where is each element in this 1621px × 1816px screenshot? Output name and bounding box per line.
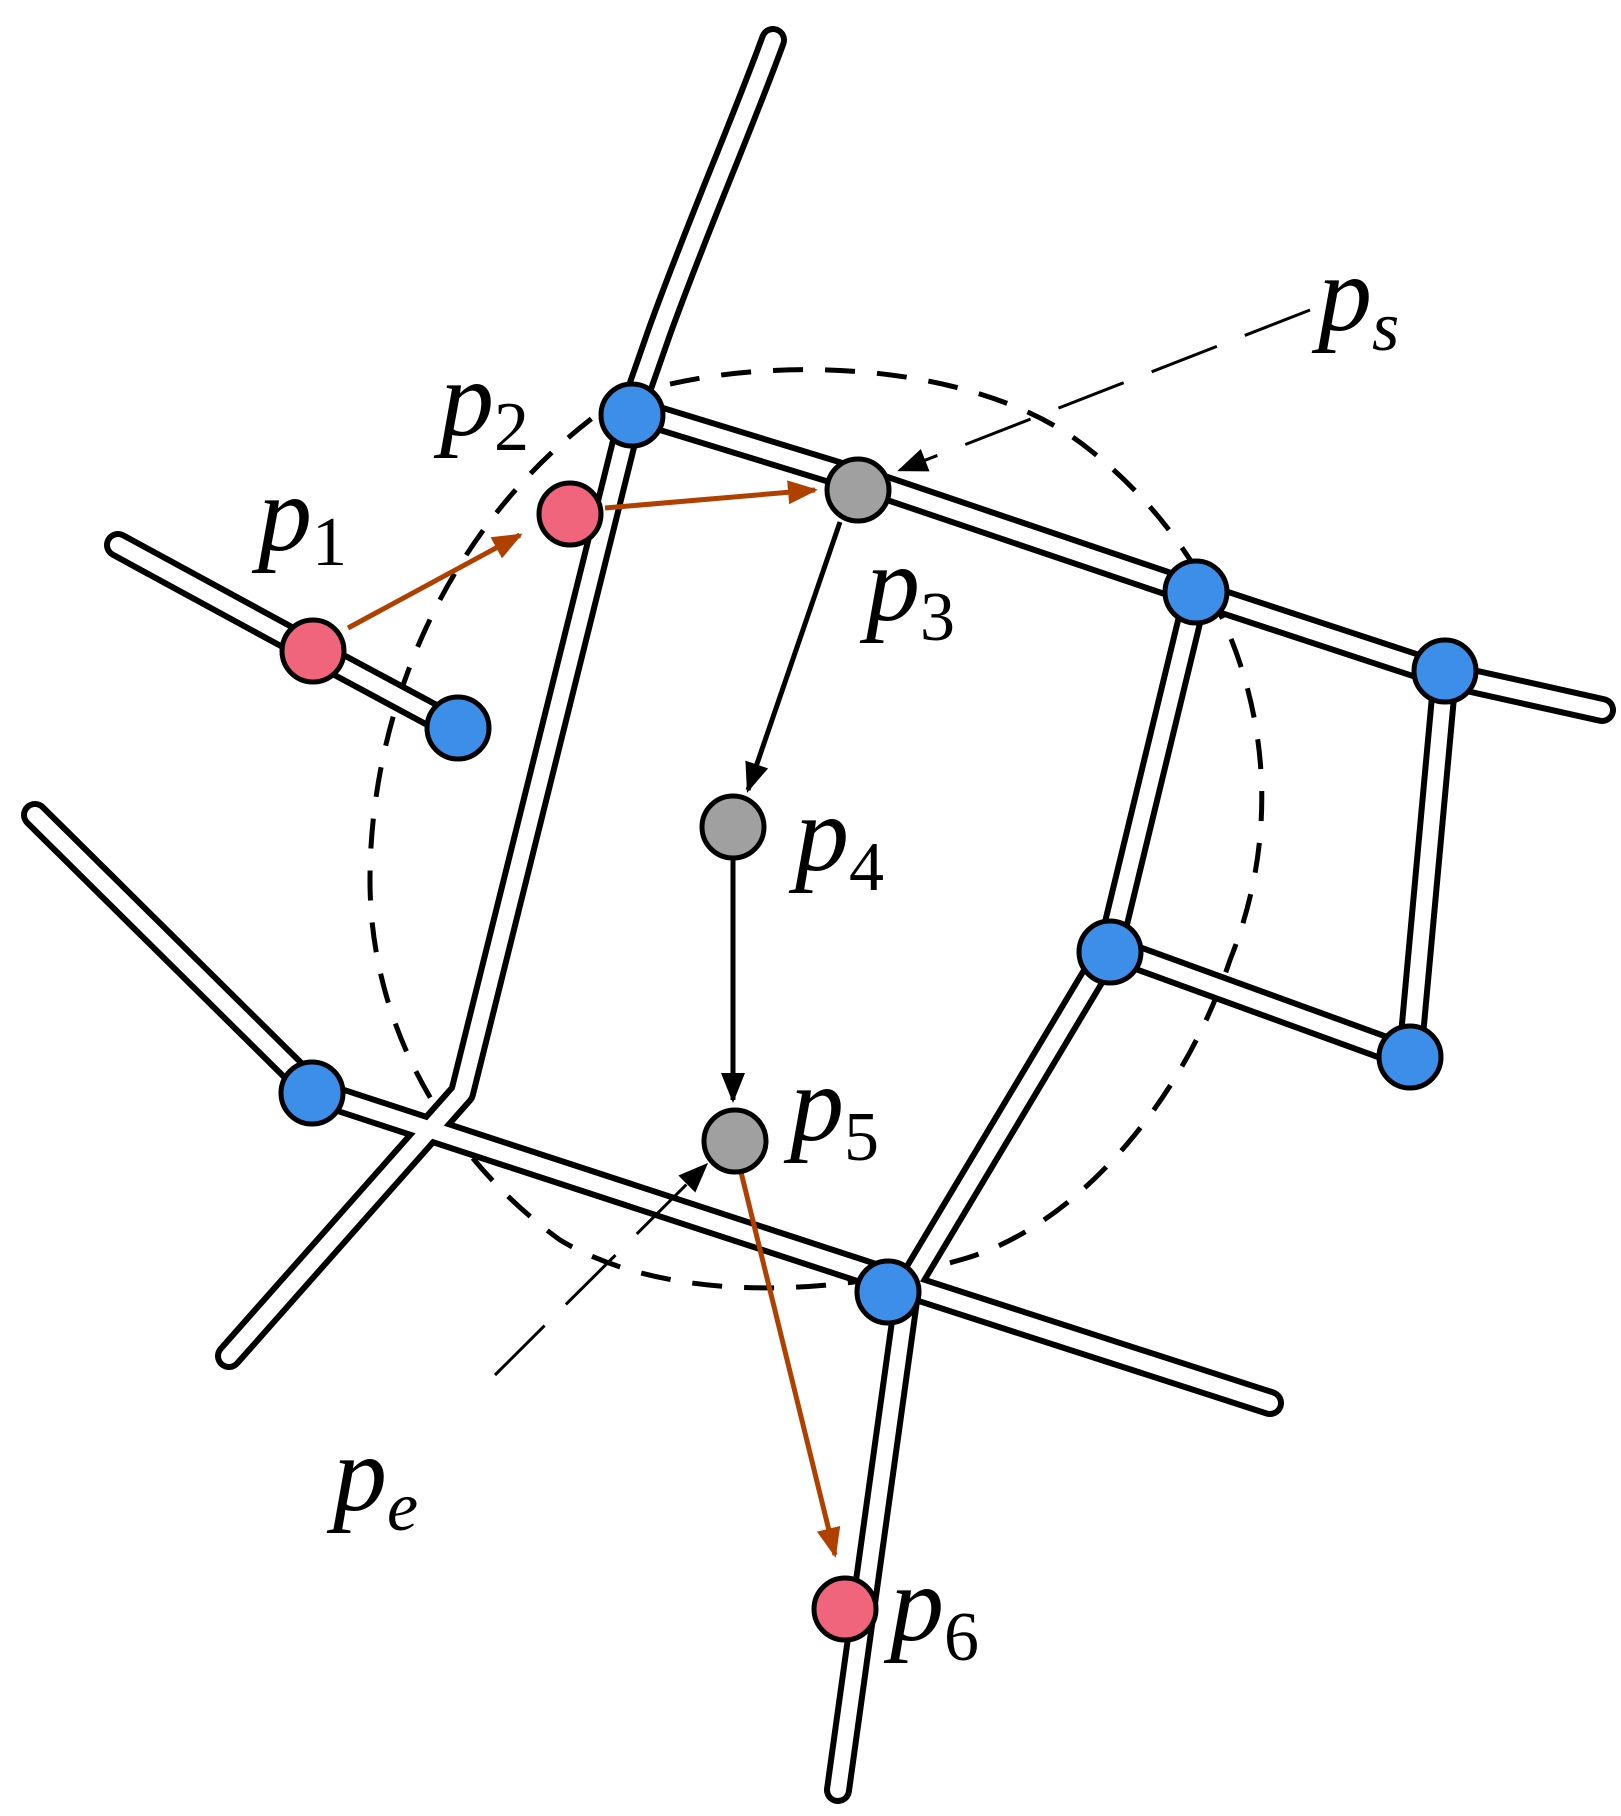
label-pe: pe	[326, 1415, 418, 1546]
point-p4	[699, 793, 767, 861]
intersection-node	[424, 694, 492, 762]
intersection-node	[854, 1258, 922, 1326]
label-p6: p6	[883, 1545, 979, 1676]
point-p6	[811, 1575, 879, 1643]
point-p1	[279, 617, 347, 685]
label-p1: p1	[251, 455, 347, 581]
label-p5: p5	[783, 1045, 879, 1176]
point-p5	[701, 1107, 769, 1175]
label-p4: p4	[788, 775, 884, 906]
label-p3: p3	[859, 525, 955, 656]
intersection-node	[278, 1059, 346, 1127]
intersection-node	[1076, 918, 1144, 986]
label-p2: p2	[433, 340, 529, 466]
intersection-node	[1162, 558, 1230, 626]
pointer-pe	[493, 1162, 709, 1377]
label-ps: ps	[1311, 235, 1399, 366]
search-area-circle	[367, 367, 1265, 1291]
point-p2	[536, 480, 604, 548]
arrow-p3-to-p4	[745, 521, 843, 793]
pointer-ps	[897, 308, 1311, 472]
arrow-p1-to-p2	[346, 532, 523, 631]
nodes	[278, 381, 1479, 1643]
arrow-p2-to-p3	[604, 480, 818, 511]
intersection-node	[598, 381, 666, 449]
intersection-node	[1411, 637, 1479, 705]
intersection-node	[1376, 1023, 1444, 1091]
point-p3	[824, 456, 892, 524]
arrow-p5-to-p6	[737, 1167, 841, 1558]
